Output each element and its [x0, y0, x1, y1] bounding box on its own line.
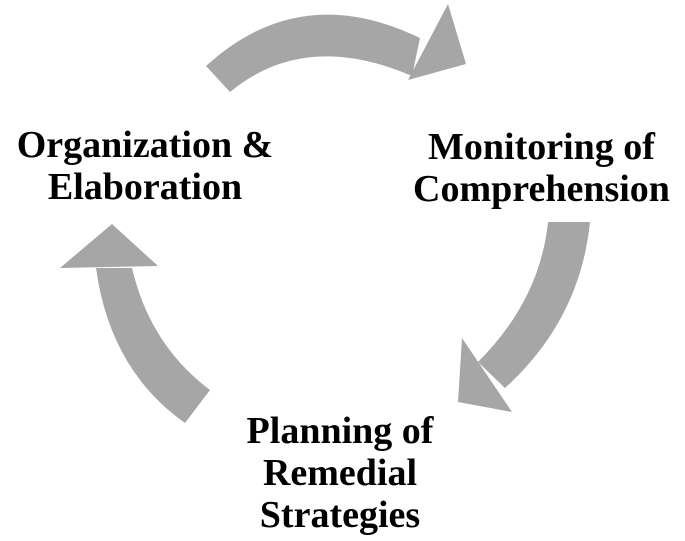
- node-label-line: Remedial: [262, 452, 418, 494]
- arrow-planning-to-organization: [60, 224, 210, 423]
- node-label-line: Planning of: [246, 410, 434, 452]
- arrow-body: [96, 268, 210, 423]
- arrow-body: [206, 14, 420, 93]
- arrowhead: [458, 338, 512, 412]
- arrow-organization-to-monitoring: [206, 4, 466, 93]
- arrowhead: [60, 224, 158, 268]
- arrowhead: [408, 4, 466, 80]
- arrow-body: [478, 222, 590, 388]
- node-organization-elaboration: Organization & Elaboration: [0, 124, 290, 208]
- node-label-line: Elaboration: [47, 166, 243, 208]
- node-label-line: Comprehension: [413, 168, 670, 210]
- node-label-line: Organization &: [16, 124, 274, 166]
- node-label-line: Strategies: [259, 494, 421, 536]
- arrow-monitoring-to-planning: [458, 222, 590, 412]
- node-planning-remedial-strategies: Planning of Remedial Strategies: [195, 410, 485, 536]
- node-monitoring-comprehension: Monitoring of Comprehension: [398, 126, 685, 210]
- node-label-line: Monitoring of: [428, 126, 655, 168]
